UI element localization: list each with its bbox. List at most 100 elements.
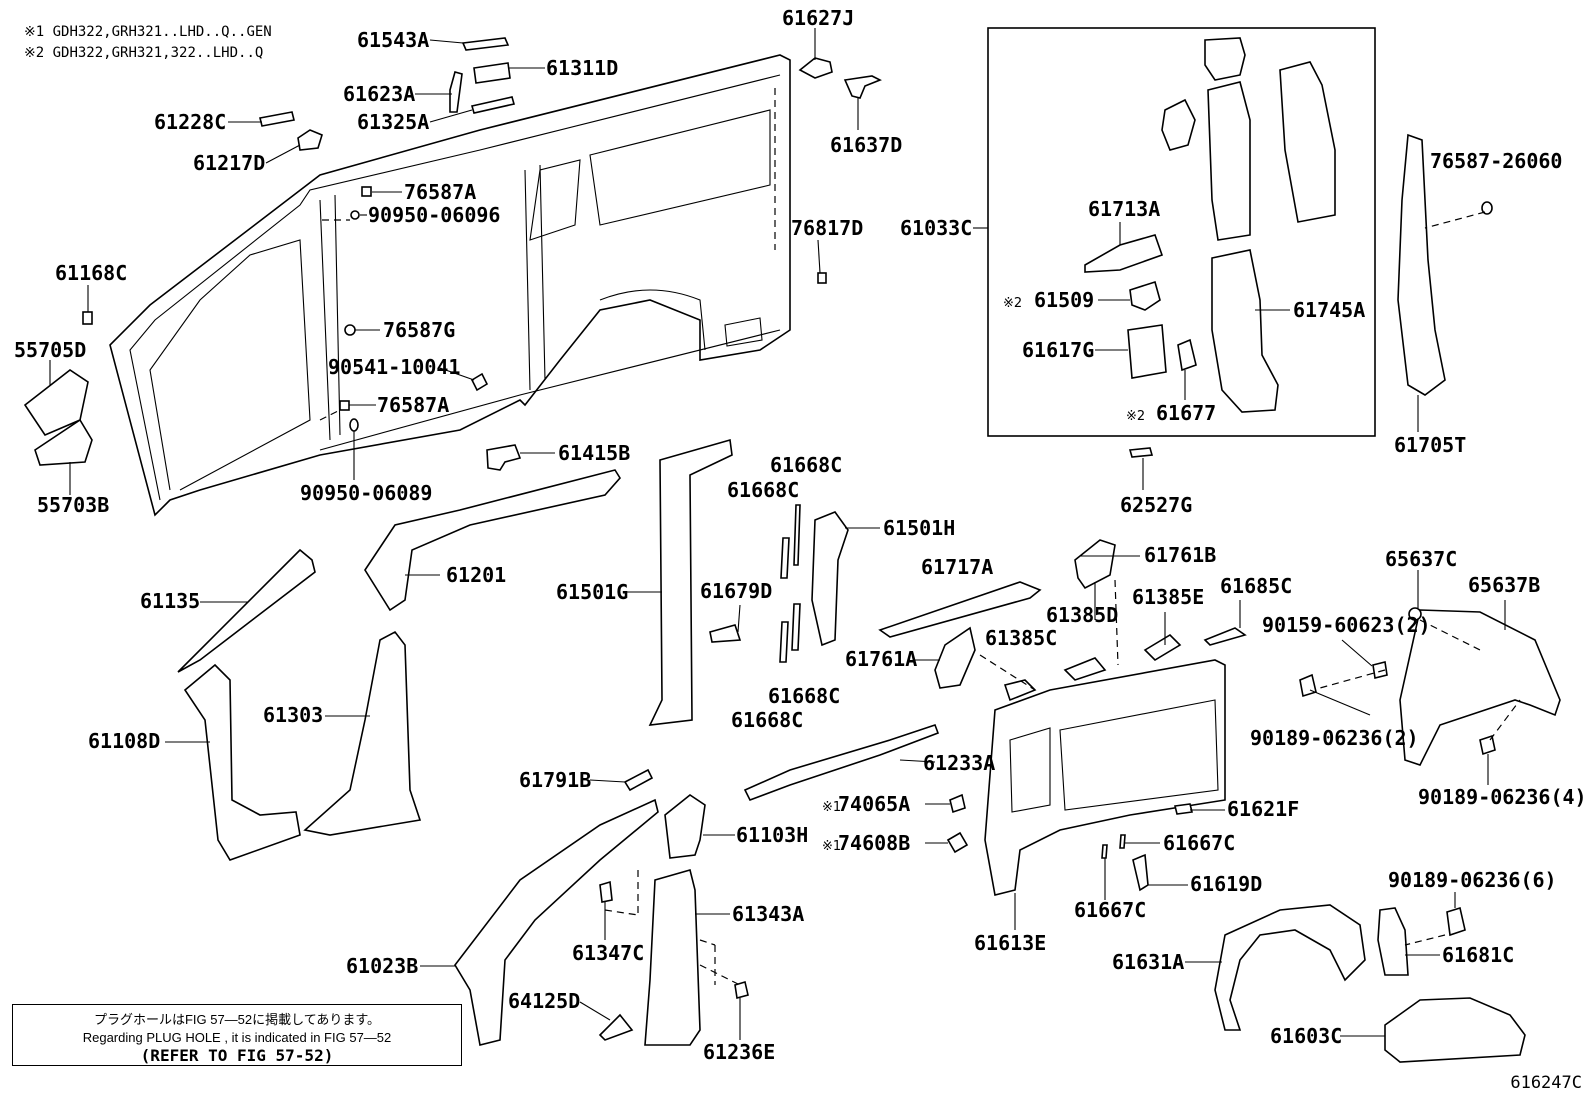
- label-61217d: 61217D: [193, 151, 265, 175]
- label-61233a: 61233A: [923, 751, 995, 775]
- label-65637b: 65637B: [1468, 573, 1540, 597]
- footnote-1: ※1 GDH322,GRH321..LHD..Q..GEN: [24, 24, 272, 40]
- pillar-61705t: [1397, 133, 1446, 396]
- label-76817d: 76817D: [791, 216, 863, 240]
- footnote-marks: ※2 ※2 ※1 ※1: [822, 296, 1145, 854]
- figure-code: 616247C: [1510, 1073, 1582, 1093]
- label-61023b: 61023B: [346, 954, 418, 978]
- outer-side-panel: [109, 54, 791, 517]
- label-76587a-bottom: 76587A: [377, 393, 449, 417]
- label-61761a: 61761A: [845, 647, 917, 671]
- label-61667c-2: 61667C: [1074, 898, 1146, 922]
- label-61627j: 61627J: [782, 6, 854, 30]
- mark-61509: ※2: [1003, 296, 1022, 311]
- label-61303: 61303: [263, 703, 323, 727]
- small-parts-top: [82, 37, 882, 432]
- label-65637c: 65637C: [1385, 547, 1457, 571]
- label-61228c: 61228C: [154, 110, 226, 134]
- pillars-lower-left: [183, 630, 422, 861]
- label-64125d: 64125D: [508, 989, 580, 1013]
- label-61385c: 61385C: [985, 626, 1057, 650]
- reference-note-refer: (REFER TO FIG 57-52): [140, 1046, 334, 1065]
- label-76587g: 76587G: [383, 318, 455, 342]
- label-61677: 61677: [1156, 401, 1216, 425]
- label-61501h: 61501H: [883, 516, 955, 540]
- label-61668c-2: 61668C: [727, 478, 799, 502]
- label-61168c: 61168C: [55, 261, 127, 285]
- label-61108d: 61108D: [88, 729, 160, 753]
- reference-note-japanese: プラグホールはFIG 57—52に掲載してあります。: [93, 1012, 381, 1027]
- label-61668c-3: 61668C: [768, 684, 840, 708]
- reference-note-box: プラグホールはFIG 57—52に掲載してあります。 Regarding PLU…: [12, 1004, 462, 1066]
- label-61343a: 61343A: [732, 902, 804, 926]
- label-61705t: 61705T: [1394, 433, 1466, 457]
- label-55705d: 55705D: [14, 338, 86, 362]
- label-61619d: 61619D: [1190, 872, 1262, 896]
- boxed-parts: [1084, 37, 1336, 413]
- bracket-61415b: [486, 444, 522, 471]
- footnote-2: ※2 GDH322,GRH321,322..LHD..Q: [24, 45, 264, 61]
- label-90189-06236-6: 90189-06236(6): [1388, 868, 1557, 892]
- label-90189-06236-2: 90189-06236(2): [1250, 726, 1419, 750]
- label-74608b: 74608B: [838, 831, 910, 855]
- cowl-brackets: [23, 369, 93, 466]
- label-55703b: 55703B: [37, 493, 109, 517]
- label-61103h: 61103H: [736, 823, 808, 847]
- label-61745a: 61745A: [1293, 298, 1365, 322]
- label-61623a: 61623A: [343, 82, 415, 106]
- label-61681c: 61681C: [1442, 943, 1514, 967]
- label-61347c: 61347C: [572, 941, 644, 965]
- label-90159-60623: 90159-60623(2): [1262, 613, 1431, 637]
- assembly-box-61033c: [987, 27, 1376, 437]
- label-61631a: 61631A: [1112, 950, 1184, 974]
- part-labels: 61543A 61311D 61623A 61325A 61228C 61217…: [14, 6, 1587, 1064]
- label-61415b: 61415B: [558, 441, 630, 465]
- label-61613e: 61613E: [974, 931, 1046, 955]
- label-61501g: 61501G: [556, 580, 628, 604]
- label-74065a: 74065A: [838, 792, 910, 816]
- label-61033c: 61033C: [900, 216, 972, 240]
- middle-parts: [177, 438, 1247, 726]
- label-61135: 61135: [140, 589, 200, 613]
- label-61236e: 61236E: [703, 1040, 775, 1064]
- leader-lines: [49, 28, 1506, 1040]
- label-61311d: 61311D: [546, 56, 618, 80]
- dashed-lines: [319, 88, 1521, 986]
- label-61385e: 61385E: [1132, 585, 1204, 609]
- label-76587-26060: 76587-26060: [1430, 149, 1562, 173]
- label-90950-06096: 90950-06096: [368, 203, 500, 227]
- label-61713a: 61713A: [1088, 197, 1160, 221]
- label-61685c: 61685C: [1220, 574, 1292, 598]
- label-61543a: 61543A: [357, 28, 429, 52]
- label-90541-10041: 90541-10041: [328, 355, 460, 379]
- label-61385d: 61385D: [1046, 603, 1118, 627]
- mark-61677: ※2: [1126, 409, 1145, 424]
- wheel-liners: [1214, 607, 1561, 1063]
- reference-note-english: Regarding PLUG HOLE , it is indicated in…: [82, 1030, 392, 1045]
- mark-74608b: ※1: [822, 839, 841, 854]
- label-61509: 61509: [1034, 288, 1094, 312]
- label-61621f: 61621F: [1227, 797, 1299, 821]
- label-90189-06236-4: 90189-06236(4): [1418, 785, 1587, 809]
- label-61603c: 61603C: [1270, 1024, 1342, 1048]
- label-61791b: 61791B: [519, 768, 591, 792]
- mark-74065a: ※1: [822, 800, 841, 815]
- label-61325a: 61325A: [357, 110, 429, 134]
- label-61667c-1: 61667C: [1163, 831, 1235, 855]
- label-61201: 61201: [446, 563, 506, 587]
- label-76587a-top: 76587A: [404, 180, 476, 204]
- lower-pillars: [454, 794, 749, 1046]
- label-61617g: 61617G: [1022, 338, 1094, 362]
- label-61637d: 61637D: [830, 133, 902, 157]
- inner-side-panel: [984, 659, 1226, 896]
- label-61717a: 61717A: [921, 555, 993, 579]
- rail-61233a: [743, 723, 940, 802]
- label-61761b: 61761B: [1144, 543, 1216, 567]
- label-61679d: 61679D: [700, 579, 772, 603]
- label-61668c-1: 61668C: [770, 453, 842, 477]
- label-62527g: 62527G: [1120, 493, 1192, 517]
- label-61668c-4: 61668C: [731, 708, 803, 732]
- footnotes: ※1 GDH322,GRH321..LHD..Q..GEN ※2 GDH322,…: [24, 22, 272, 64]
